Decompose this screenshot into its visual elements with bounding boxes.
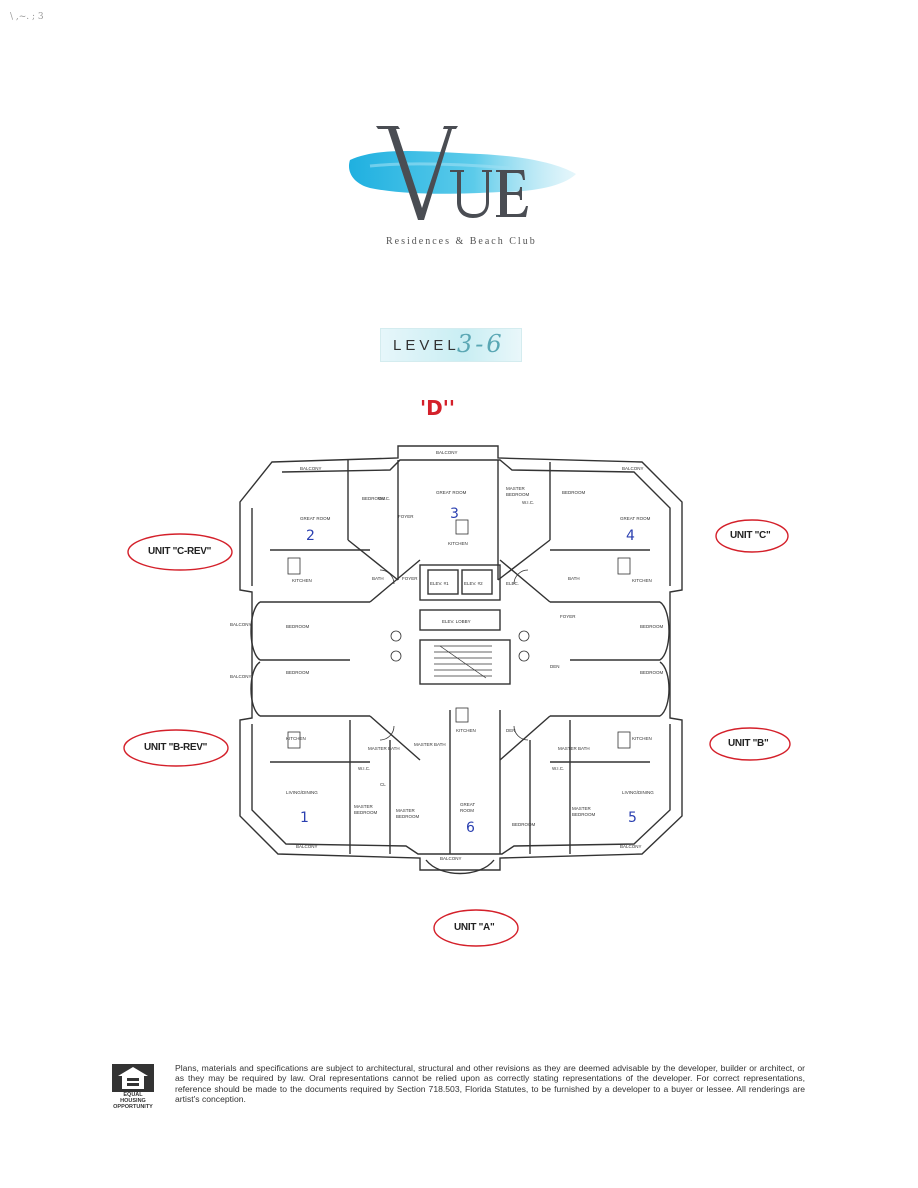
room-balcony-left-2: BALCONY — [230, 674, 252, 679]
disclaimer-text: Plans, materials and specifications are … — [175, 1063, 805, 1105]
room-elev-lobby: ELEV. LOBBY — [442, 619, 471, 624]
room-master-bedroom-1: MASTER — [354, 804, 374, 809]
plan-outline — [239, 445, 683, 871]
top-scribble: \ ,~. ; 3 — [10, 12, 44, 22]
room-great-room-6: GREAT — [460, 802, 475, 807]
svg-text:ROOM: ROOM — [460, 808, 474, 813]
room-bath-4: BATH — [568, 576, 580, 581]
room-kitchen-3: KITCHEN — [448, 541, 468, 546]
unit-label-b-rev: UNIT "B-REV" — [144, 742, 208, 753]
room-master-bedroom-5: MASTER — [572, 806, 592, 811]
room-foyer-3: FOYER — [398, 514, 414, 519]
room-great-room-3: GREAT ROOM — [436, 490, 467, 495]
room-den-6: DEN — [506, 728, 516, 733]
room-balcony-c-rev: BALCONY — [300, 466, 322, 471]
room-master-bedroom-6a: MASTER — [396, 808, 416, 813]
svg-text:BEDROOM: BEDROOM — [354, 810, 378, 815]
room-bedroom-5b: BEDROOM — [640, 670, 664, 675]
logo-subtitle: Residences & Beach Club — [386, 236, 537, 247]
room-kitchen-5: KITCHEN — [632, 736, 652, 741]
room-living-dining-1: LIVING/DINING — [286, 790, 318, 795]
unit-number-3: 3 — [450, 506, 459, 522]
tower-letter-annotation: 'D'' — [420, 396, 455, 420]
svg-text:BEDROOM: BEDROOM — [396, 814, 420, 819]
room-kitchen-6: KITCHEN — [456, 728, 476, 733]
room-master-bath-6: MASTER BATH — [414, 742, 446, 747]
room-master-bath-5: MASTER BATH — [558, 746, 590, 751]
room-bath-2: BATH — [372, 576, 384, 581]
room-kitchen-4: KITCHEN — [632, 578, 652, 583]
logo-splash-graphic — [348, 126, 576, 220]
room-wic-1: W.I.C. — [358, 766, 370, 771]
unit-number-2: 2 — [306, 528, 315, 544]
room-bedroom-6: BEDROOM — [512, 822, 536, 827]
room-balcony-c: BALCONY — [622, 466, 644, 471]
equal-housing-label: EQUAL HOUSING OPPORTUNITY — [113, 1092, 153, 1110]
equal-housing-logo: EQUAL HOUSING OPPORTUNITY — [110, 1062, 156, 1112]
unit-label-c-rev: UNIT "C-REV" — [148, 546, 212, 557]
room-foyer-2: FOYER — [402, 576, 418, 581]
room-balcony-6: BALCONY — [440, 856, 462, 861]
room-elev-1: ELEV. #1 — [430, 581, 449, 586]
room-cl: CL — [380, 782, 386, 787]
level-number: 3-6 — [457, 330, 505, 358]
room-den: DEN — [550, 664, 560, 669]
room-bedroom-1b: BEDROOM — [286, 670, 310, 675]
unit-label-b: UNIT "B" — [728, 738, 769, 749]
room-elev-2: ELEV. #2 — [464, 581, 483, 586]
equal-housing-icon — [112, 1064, 154, 1092]
room-bedroom-2: BEDROOM — [362, 496, 386, 501]
unit-number-6: 6 — [466, 820, 475, 836]
room-wic-3: W.I.C. — [522, 500, 534, 505]
floor-plan: BALCONY BALCONY BALCONY GREAT ROOM GREAT… — [230, 445, 683, 875]
room-wic-5: W.I.C. — [552, 766, 564, 771]
level-word: LEVEL — [393, 337, 460, 354]
room-master-bedroom-3: MASTER — [506, 486, 526, 491]
room-great-room-4: GREAT ROOM — [620, 516, 651, 521]
unit-number-4: 4 — [626, 528, 635, 544]
room-kitchen-2: KITCHEN — [292, 578, 312, 583]
room-bedroom-4b: BEDROOM — [640, 624, 664, 629]
room-great-room-2: GREAT ROOM — [300, 516, 331, 521]
unit-label-c: UNIT "C" — [730, 530, 771, 541]
room-foyer-4: FOYER — [560, 614, 576, 619]
svg-text:BEDROOM: BEDROOM — [506, 492, 530, 497]
room-elec: ELEC. — [506, 581, 519, 586]
room-balcony-5: BALCONY — [620, 844, 642, 849]
room-wic-2: W.I.C. — [378, 496, 390, 501]
room-balcony-left-1: BALCONY — [230, 622, 252, 627]
room-balcony-1: BALCONY — [296, 844, 318, 849]
room-bedroom-2b: BEDROOM — [286, 624, 310, 629]
unit-number-5: 5 — [628, 810, 637, 826]
room-master-bath-1: MASTER BATH — [368, 746, 400, 751]
level-badge: LEVEL 3-6 — [380, 328, 522, 362]
room-bedroom-4: BEDROOM — [562, 490, 586, 495]
room-kitchen-1: KITCHEN — [286, 736, 306, 741]
unit-number-1: 1 — [300, 810, 309, 826]
svg-text:BEDROOM: BEDROOM — [572, 812, 596, 817]
vue-logo: Residences & Beach Club — [340, 122, 580, 252]
unit-label-a: UNIT "A" — [454, 922, 495, 933]
room-living-dining-5: LIVING/DINING — [622, 790, 654, 795]
room-balcony-top: BALCONY — [436, 450, 458, 455]
